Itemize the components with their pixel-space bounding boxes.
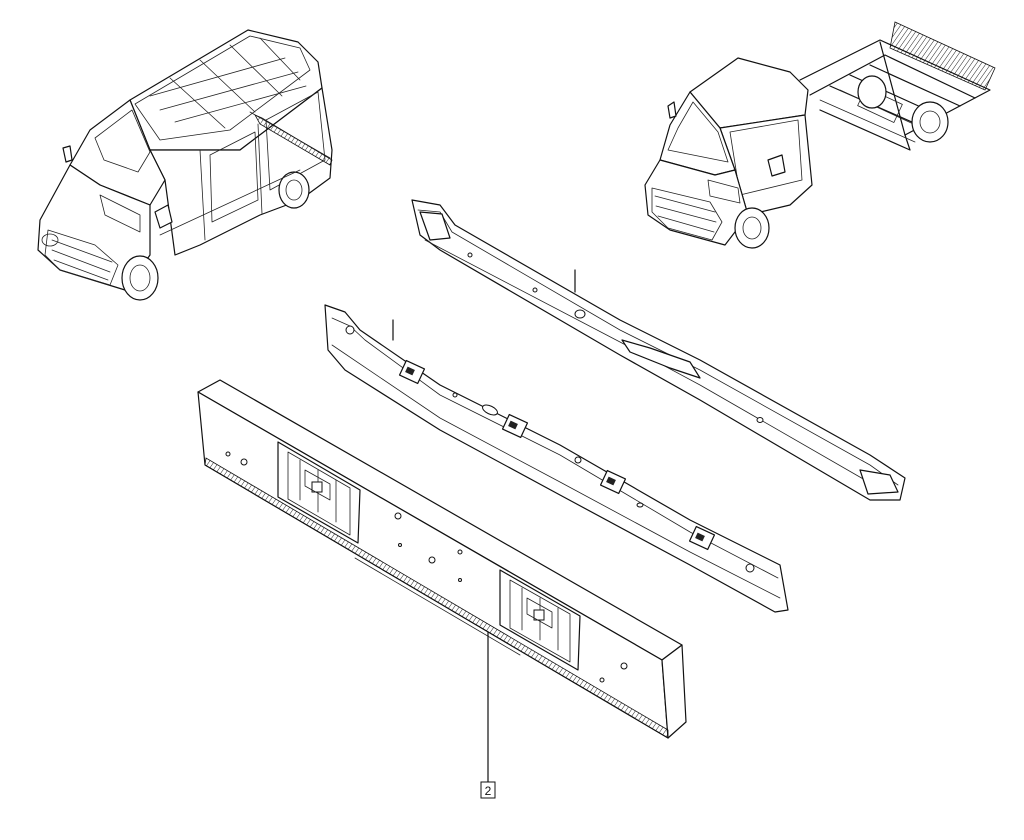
- rear-panel-part-icon: [324, 304, 789, 613]
- crossmember-part-icon: [411, 199, 906, 501]
- van-illustration-icon: [37, 29, 333, 301]
- chassis-cab-illustration-icon: [644, 21, 996, 249]
- callout-2: 2: [480, 781, 496, 799]
- callout-2-label: 2: [485, 784, 492, 798]
- bumper-beam-part-icon: [197, 379, 687, 783]
